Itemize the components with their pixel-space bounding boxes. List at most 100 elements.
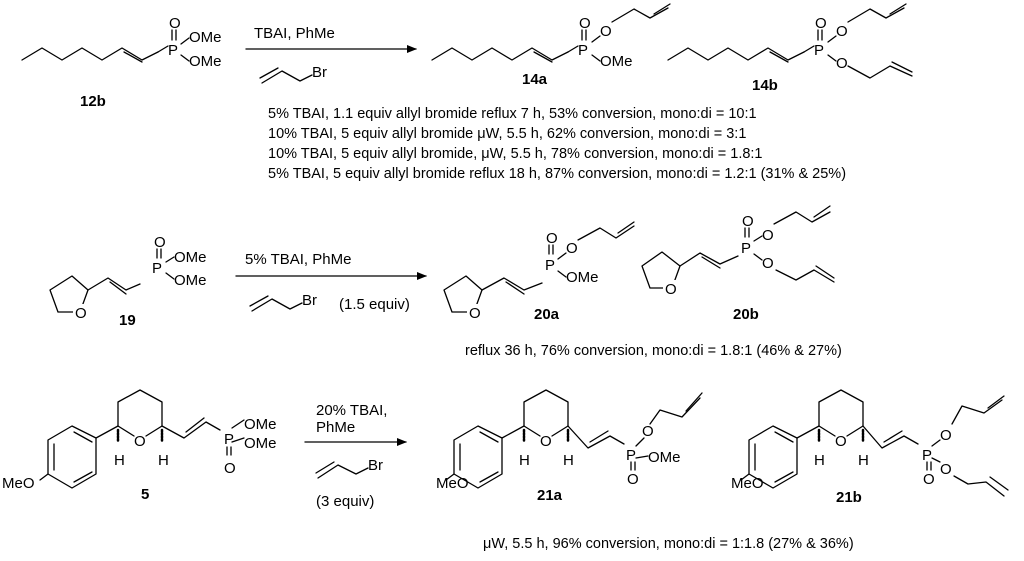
methoxy-group: OMe [174,249,207,266]
compound-label: 20b [733,306,759,323]
condition-line: 5% TBAI, 5 equiv allyl bromide reflux 18… [268,166,846,182]
compound-label: 12b [80,93,106,110]
phosphorus-atom: P [168,42,178,59]
oxygen-atom: O [579,15,591,32]
bond [557,252,567,260]
compound-19: O O P OMe OMe 19 [49,234,207,329]
double-bond-line [589,430,609,443]
reagents-above: 20% TBAI, [316,402,387,419]
allyl-bromide [251,298,303,312]
double-bond-line [987,395,1005,409]
oxygen-atom: O [923,471,935,488]
compound-label: 21b [836,489,862,506]
bond [557,270,567,278]
allyl-chain [953,475,1005,497]
ring-oxygen: O [75,305,87,322]
bond [180,37,190,45]
oxygen-atom: O [169,15,181,32]
thf-ring [443,275,483,313]
phosphorus-atom: P [578,42,588,59]
bond [635,437,645,447]
compound-21a: MeO H O H P O OMe O 21a [436,389,703,504]
phosphorus-atom: P [626,447,636,464]
compound-label: 14b [752,77,778,94]
aromatic-bond [774,431,794,443]
double-bond-line [533,51,553,63]
ester-oxygen: O [940,461,952,478]
allyl-chain [847,65,913,79]
bond [501,425,525,439]
double-bond-line [259,67,279,79]
methoxy-group: OMe [244,416,277,433]
vinyl-linker [567,425,625,449]
vinyl-linker [481,277,543,291]
thp-ring [818,389,864,427]
heptenyl-chain [431,47,569,61]
hydrogen-atom: H [563,452,574,469]
hydrogen-atom: H [114,452,125,469]
bond [157,45,169,53]
compound-14a: O P O OMe 14a [431,3,671,88]
phosphorus-atom: P [741,240,751,257]
ester-oxygen: O [600,23,612,40]
double-bond-line [185,417,205,433]
allyl-chain [611,7,669,23]
allyl-chain [775,269,835,283]
atom-mask [467,304,481,318]
bond [95,425,119,439]
aromatic-bond [73,471,93,483]
double-bond-line [109,281,127,295]
methoxy-group: OMe [648,449,681,466]
double-bond-line [315,461,335,474]
compound-12b: O P OMe OMe 12b [21,15,222,110]
methoxy-group: OMe [189,29,222,46]
reaction-arrow-1: TBAI, PhMe Br [245,25,417,84]
oxygen-atom: O [627,471,639,488]
double-bond-line [769,51,789,63]
methoxy-group: MeO [436,475,469,492]
double-bond-line [889,3,907,15]
double-bond-line [617,221,635,234]
ester-oxygen: O [836,55,848,72]
conditions-1: 5% TBAI, 1.1 equiv allyl bromide reflux … [268,106,846,182]
vinyl-linker [161,421,221,439]
bond [180,54,190,62]
compound-14b: O P O O 14b [667,3,913,94]
allyl-bromide [317,464,369,479]
allyl-chain [649,397,701,425]
benzene-ring [47,425,97,489]
bond [635,455,649,459]
methoxy-group: OMe [566,269,599,286]
hydrogen-atom: H [814,452,825,469]
allyl-chain [577,225,635,241]
bond [523,425,541,437]
condition-line: 10% TBAI, 5 equiv allyl bromide μW, 5.5 … [268,126,746,142]
oxygen-atom: O [154,234,166,251]
ester-oxygen: O [836,23,848,40]
compound-label: 19 [119,312,136,329]
compound-label: 21a [537,487,563,504]
bond [165,256,175,263]
methoxy-group: OMe [189,53,222,70]
compound-5: MeO H O H P OMe OMe O 5 [2,389,277,503]
compound-label: 5 [141,486,149,503]
condition-line: 10% TBAI, 5 equiv allyl bromide, μW, 5.5… [268,146,763,162]
reaction-3: MeO H O H P OMe OMe O 5 20% TBAI, PhMe B… [2,389,1009,552]
bromine-atom: Br [302,292,317,309]
hydrogen-atom: H [519,452,530,469]
reagents-above: 5% TBAI, PhMe [245,251,351,268]
aromatic-bond [479,431,499,443]
ester-oxygen: O [566,240,578,257]
methoxy-group: MeO [731,475,764,492]
bond [740,473,750,481]
ring-oxygen: O [835,433,847,450]
bromine-atom: Br [312,64,327,81]
heptenyl-chain [667,47,805,61]
bond [591,54,601,62]
oxygen-atom: O [815,15,827,32]
bond [591,35,601,43]
thp-ring [117,389,163,427]
ring-oxygen: O [469,305,481,322]
bond [827,35,837,43]
